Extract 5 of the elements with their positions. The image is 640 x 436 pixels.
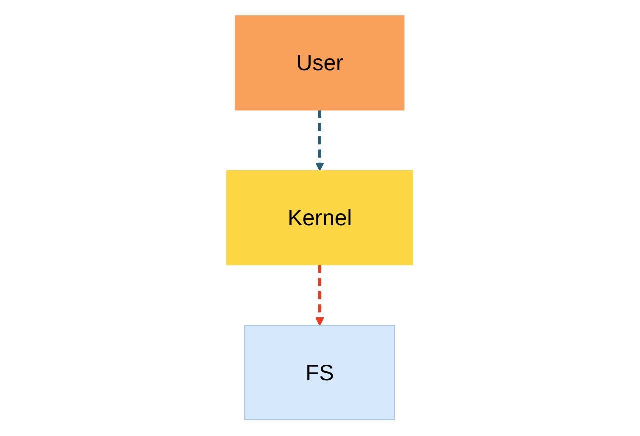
node-box: User xyxy=(235,16,405,111)
node-box: Kernel xyxy=(226,170,414,266)
arrow xyxy=(316,265,324,326)
node-box: FS xyxy=(244,325,396,420)
arrow xyxy=(316,110,324,172)
